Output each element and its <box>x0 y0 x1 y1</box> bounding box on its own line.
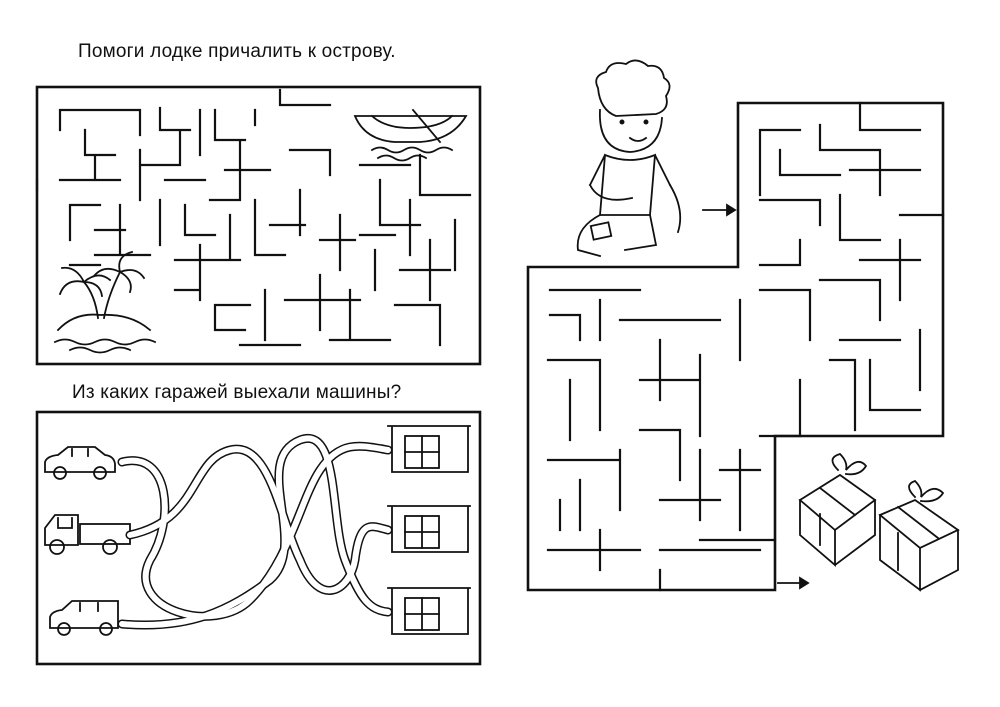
boat-icon <box>353 108 468 162</box>
cars-maze-title: Из каких гаражей выехали машины? <box>72 382 402 403</box>
cars-puzzle-frame <box>35 410 482 666</box>
truck-icon <box>44 514 131 555</box>
boat-maze-walls <box>35 88 472 347</box>
boy-gifts-maze[interactable] <box>526 59 960 592</box>
boat-maze-frame <box>35 85 482 366</box>
boat-maze-title: Помоги лодке причалить к острову. <box>78 41 396 62</box>
island-palm-icon <box>53 250 157 354</box>
station-wagon-icon <box>49 600 119 636</box>
boy-maze-walls <box>546 101 945 592</box>
car-icon <box>44 446 116 480</box>
gift-boxes-icon <box>798 452 960 592</box>
garage-icon <box>387 425 471 635</box>
boat-island-maze[interactable] <box>35 85 482 366</box>
boy-icon <box>576 59 682 258</box>
arrow-right-icon <box>702 203 810 590</box>
cars-garages-puzzle[interactable] <box>35 410 482 666</box>
